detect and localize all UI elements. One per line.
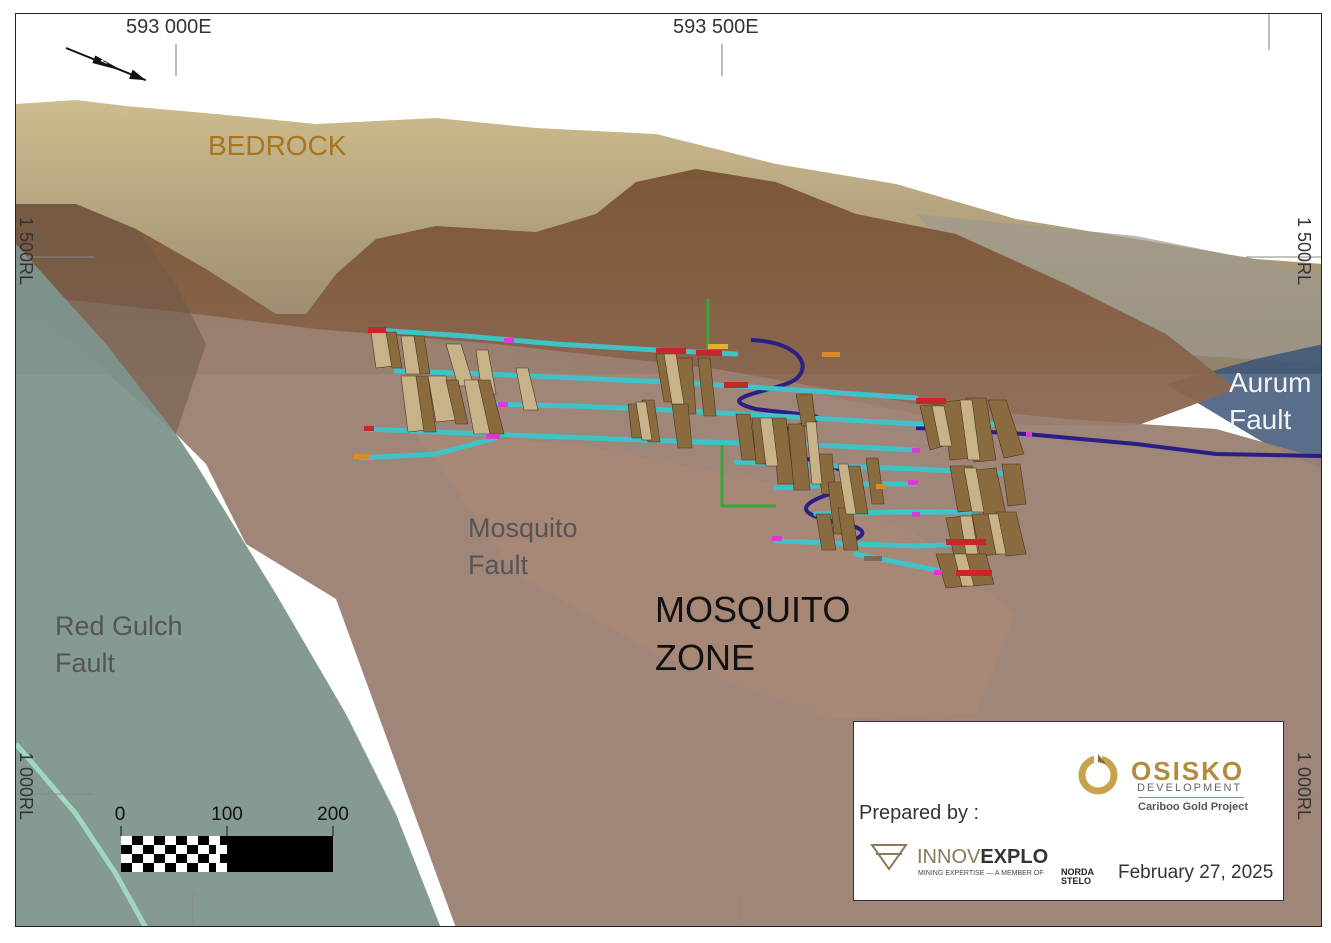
- rl-label-left-upper: 1 500RL: [16, 217, 36, 286]
- osisko-logo-icon: [1078, 752, 1118, 795]
- mosquito-zone-label: MOSQUITO ZONE: [655, 586, 850, 682]
- mosquito-zone-label-line2: ZONE: [655, 637, 756, 678]
- norda-line1: NORDA: [1061, 867, 1094, 877]
- innovexplo-name-light: INNOV: [917, 846, 981, 868]
- easting-label-593000: 593 000E: [126, 16, 212, 38]
- drift-accents: [354, 327, 1032, 576]
- bedrock-label: BEDROCK: [208, 130, 347, 161]
- brown-fault-hill: [16, 169, 1236, 426]
- innovexplo-name-bold: EXPLO: [980, 846, 1049, 868]
- bedrock-far-ridge: [916, 214, 1321, 364]
- mosquito-plane-shading: [416, 434, 1016, 719]
- mosquito-zone-label-line1: MOSQUITO: [655, 589, 851, 630]
- aurum-fault-label-line1: Aurum: [1229, 367, 1312, 398]
- innovexplo-name: INNOVEXPLO: [917, 846, 1048, 869]
- easting-label-593500: 593 500E: [673, 16, 759, 38]
- rl-label-right-lower: 1 000RL: [1294, 752, 1314, 821]
- scale-bar-graphic: [120, 826, 334, 872]
- scale-bar: 0 100 200: [115, 804, 360, 884]
- scale-tick-200: 200: [317, 804, 349, 825]
- norda-line2: STELO: [1061, 876, 1092, 886]
- map-frame: N: [15, 13, 1322, 927]
- osisko-name: OSISKO: [1131, 756, 1245, 786]
- prepared-by-label: Prepared by :: [859, 802, 980, 824]
- mosquito-fault-label-line2: Fault: [468, 550, 529, 580]
- red-gulch-fault-label-line2: Fault: [55, 648, 116, 678]
- innovexplo-tagline: MINING EXPERTISE — A MEMBER OF: [918, 870, 1044, 877]
- osisko-subtitle: DEVELOPMENT: [1137, 782, 1243, 794]
- scale-tick-0: 0: [114, 804, 126, 825]
- rl-label-left-lower: 1 000RL: [16, 752, 36, 821]
- norda-stelo-logo: NORDA STELO: [1061, 868, 1094, 886]
- north-arrow-icon: N: [65, 47, 147, 82]
- mosquito-fault-label: Mosquito Fault: [468, 510, 578, 584]
- svg-text:N: N: [99, 55, 112, 66]
- mosquito-fault-label-line1: Mosquito: [468, 513, 578, 543]
- red-gulch-fault-label: Red Gulch Fault: [55, 608, 183, 682]
- scale-tick-100: 100: [211, 804, 243, 825]
- aurum-fault-label: Aurum Fault: [1229, 364, 1311, 438]
- dark-wedge: [16, 204, 206, 434]
- osisko-project: Cariboo Gold Project: [1138, 801, 1249, 813]
- title-block: OSISKO DEVELOPMENT Cariboo Gold Project …: [853, 721, 1284, 901]
- red-gulch-fault-label-line1: Red Gulch: [55, 611, 183, 641]
- innovexplo-logo-icon: [870, 844, 908, 871]
- aurum-fault-label-line2: Fault: [1229, 404, 1292, 435]
- red-gulch-fault-plane: [16, 244, 441, 926]
- date-label: February 27, 2025: [1118, 862, 1274, 883]
- stopes: [370, 331, 1027, 589]
- rl-label-right-upper: 1 500RL: [1294, 217, 1314, 286]
- red-gulch-edge-line: [16, 742, 148, 926]
- osisko-divider: [1138, 797, 1244, 798]
